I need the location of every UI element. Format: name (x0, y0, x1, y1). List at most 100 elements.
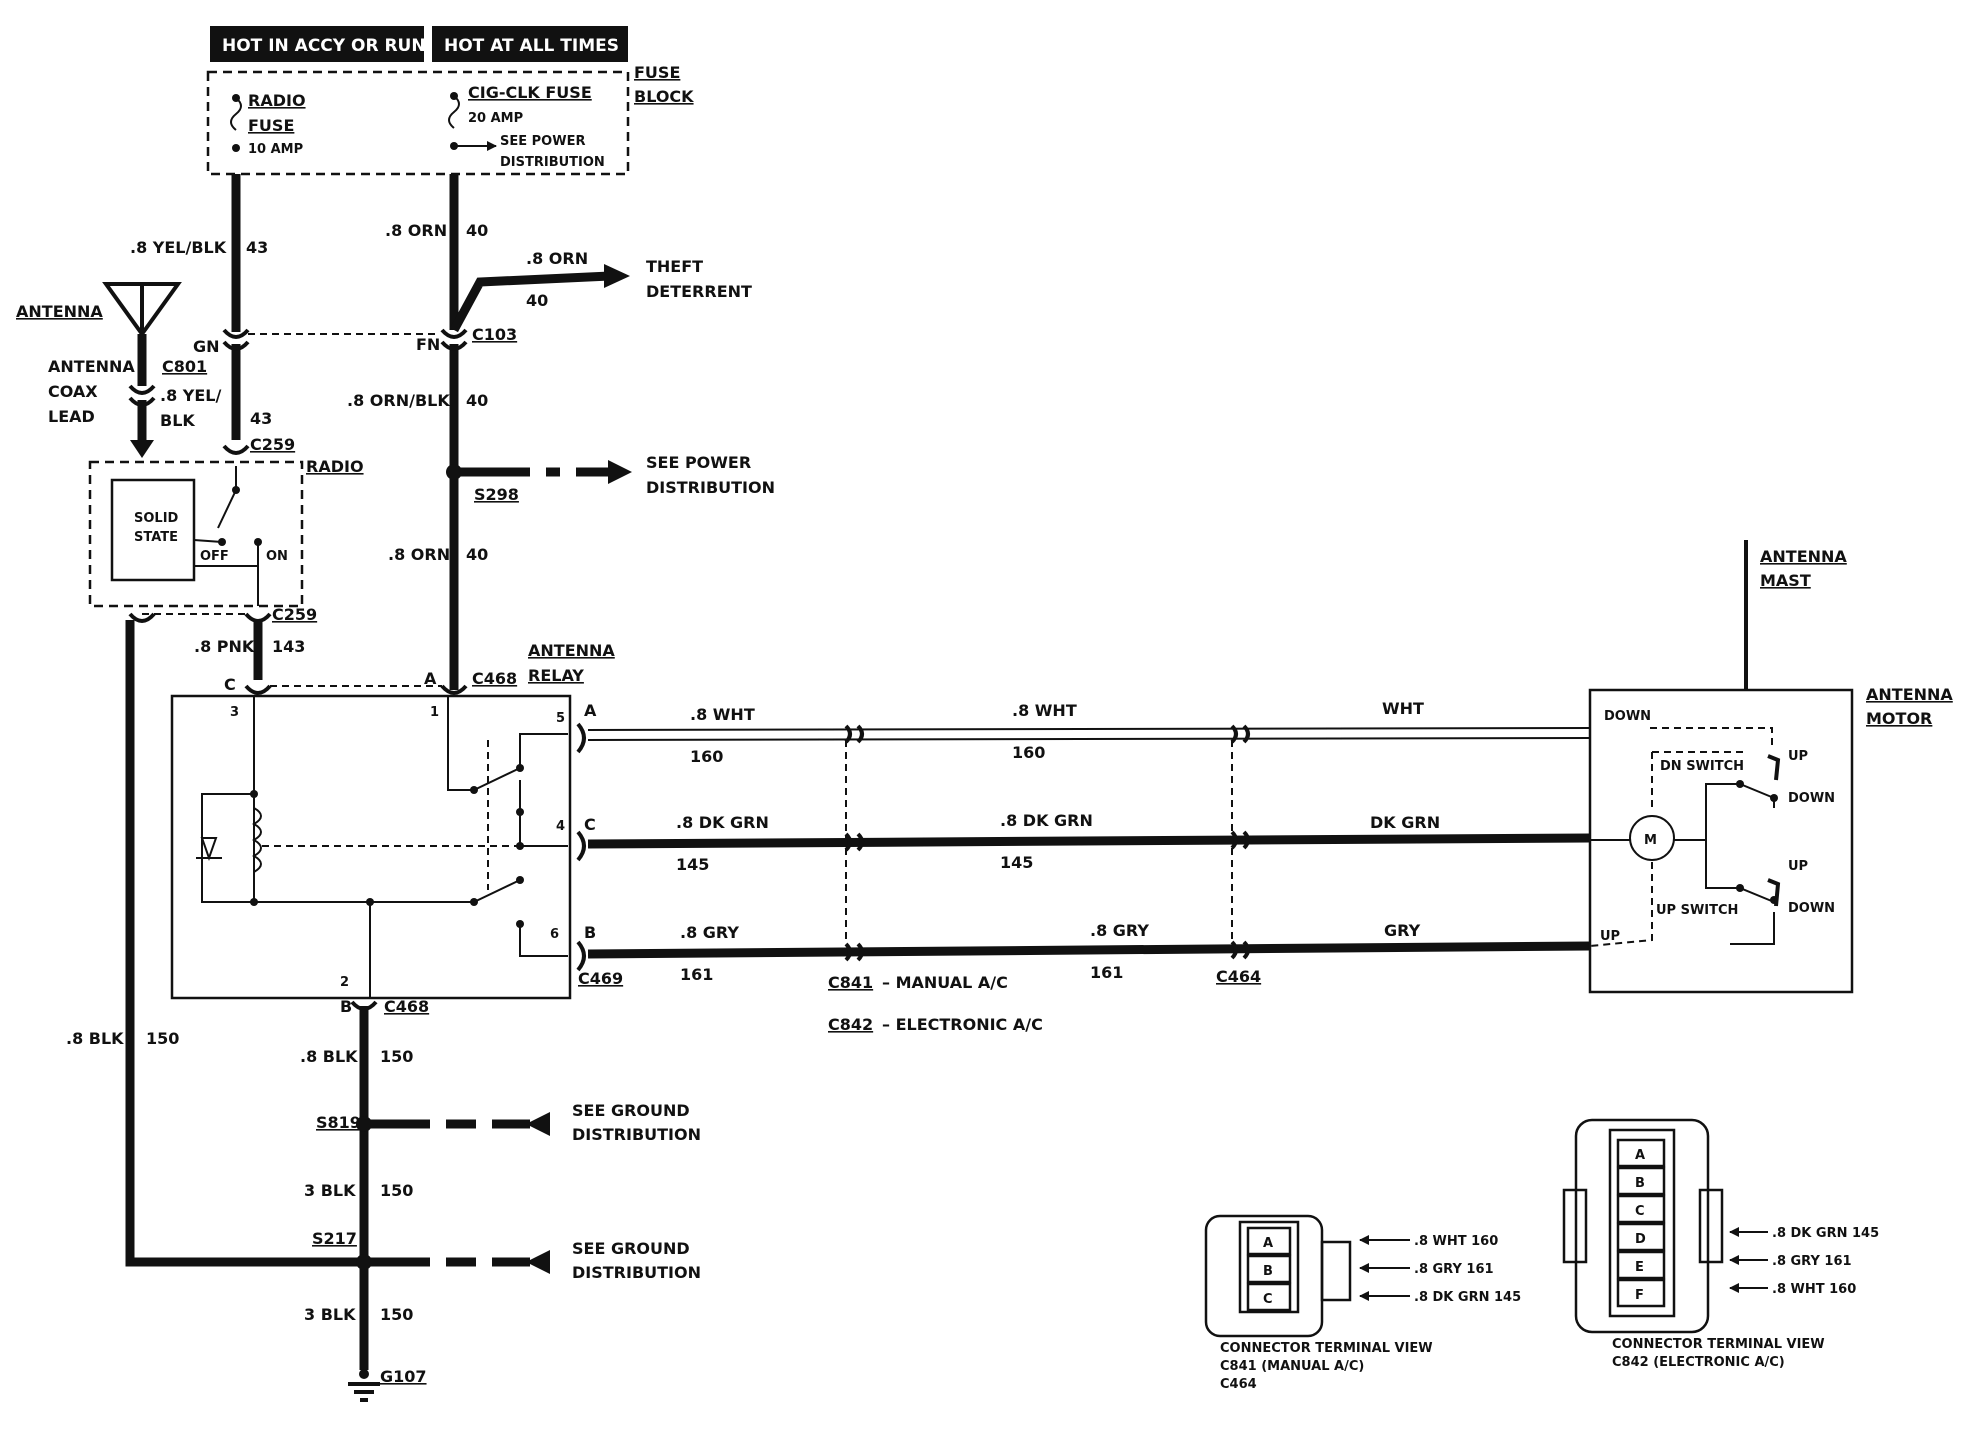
connector-c259-top (222, 444, 250, 455)
dn-switch-up: UP (1788, 749, 1808, 764)
wire-40-color-2: .8 ORN/BLK (347, 391, 450, 410)
coax-label-2: COAX (48, 382, 98, 401)
radio-off-label: OFF (200, 549, 229, 564)
solid-state-label-2: STATE (134, 530, 178, 545)
wire-40-circuit: 40 (466, 221, 488, 240)
term2-pin-e: E (1635, 1260, 1644, 1275)
relay-pin-a: A (424, 669, 437, 688)
relay-num-4: 4 (556, 819, 565, 834)
wire-161-gry (587, 940, 1591, 962)
term2-pin-d: D (1635, 1232, 1646, 1247)
header-accy-run: HOT IN ACCY OR RUN (210, 26, 426, 62)
cig-fuse-amp: 20 AMP (468, 111, 523, 126)
wire-43-color-2: .8 YEL/ (160, 386, 221, 405)
radio-fuse-label-2: FUSE (248, 116, 294, 135)
solid-state-label: SOLID (134, 511, 179, 526)
term2-pin-a: A (1635, 1148, 1645, 1163)
c842-label: C842 (828, 1015, 873, 1034)
up-switch-label: UP SWITCH (1656, 903, 1738, 918)
ground-icon (348, 1369, 380, 1402)
antenna-icon (102, 282, 182, 338)
wire-40-color-3: .8 ORN (388, 545, 450, 564)
motor-switch-wiring (1589, 727, 1781, 947)
term1-pin-b-cell (1246, 1254, 1292, 1284)
relay-num-1: 1 (430, 705, 439, 720)
wire-145-color-3: DK GRN (1370, 813, 1440, 832)
fuse-block-label: FUSE (634, 63, 680, 82)
radio-fuse-label: RADIO (248, 91, 306, 110)
radio-fuse: RADIO FUSE 10 AMP (230, 91, 306, 157)
wire-145-circuit-2: 145 (1000, 853, 1033, 872)
c468-top-label: C468 (472, 669, 517, 688)
connector-c259-bottom (244, 612, 272, 623)
ground-arrow-2 (526, 1250, 550, 1274)
connector-radio-ground (128, 612, 156, 623)
wire-43-circuit-2: 43 (250, 409, 272, 428)
term2-pin-c: C (1635, 1204, 1645, 1219)
wire-150-circuit-4: 150 (380, 1305, 413, 1324)
wire-150-circuit: 150 (146, 1029, 179, 1048)
s217-label: S217 (312, 1229, 357, 1248)
term1-wire-2: .8 GRY 161 (1414, 1262, 1494, 1277)
wire-160-circuit-1: 160 (690, 747, 723, 766)
term1-pin-a: A (1263, 1236, 1273, 1251)
relay-num-2: 2 (340, 975, 349, 990)
motor-down-in: DOWN (1604, 709, 1651, 724)
term1-wire-3: .8 DK GRN 145 (1414, 1290, 1521, 1305)
term2-wire-3: .8 WHT 160 (1772, 1282, 1856, 1297)
motor-label: ANTENNA (1866, 685, 1953, 704)
wire-145-dkgrn (587, 830, 1591, 852)
theft-arrow (604, 264, 630, 288)
term2-wire-2: .8 GRY 161 (1772, 1254, 1852, 1269)
relay-internal-wiring (196, 696, 568, 998)
term1-caption: CONNECTOR TERMINAL VIEW (1220, 1341, 1433, 1356)
header-accy-run-text: HOT IN ACCY OR RUN (222, 36, 426, 56)
term2-caption-2: C842 (ELECTRONIC A/C) (1612, 1355, 1785, 1370)
term2-pin-b: B (1635, 1176, 1645, 1191)
term1-pin-a-cell (1246, 1226, 1292, 1256)
wire-43-color: .8 YEL/BLK (130, 238, 227, 257)
antenna-coax-arrow (130, 440, 154, 458)
relay-num-6: 6 (550, 927, 559, 942)
c841-text: – MANUAL A/C (882, 973, 1008, 992)
ground-pin-b: B (340, 997, 352, 1016)
wire-150-color: .8 BLK (66, 1029, 124, 1048)
term1-caption-2: C841 (MANUAL A/C) (1220, 1359, 1364, 1374)
terminal-view-c841: A B C .8 WHT 160 .8 GRY 161 .8 DK GRN 14… (1204, 1214, 1521, 1392)
fuse-block-label-2: BLOCK (634, 87, 694, 106)
gn-label: GN (193, 337, 220, 356)
radio-fuse-amp: 10 AMP (248, 142, 303, 157)
connector-c469 (576, 722, 586, 972)
ground-arrow-1 (526, 1112, 550, 1136)
ground-dist-label-1: SEE GROUND (572, 1101, 690, 1120)
term2-wire-1: .8 DK GRN 145 (1772, 1226, 1879, 1241)
term1-pin-c: C (1263, 1292, 1273, 1307)
terminal-view-c842: A B C D E F .8 DK GRN 145 .8 GRY 161 .8 … (1562, 1118, 1879, 1370)
connector-c468-top (244, 684, 468, 695)
wire-150-color-4: 3 BLK (304, 1305, 356, 1324)
dn-switch-down: DOWN (1788, 791, 1835, 806)
wire-160-color-3: WHT (1382, 699, 1424, 718)
cig-clk-fuse: CIG-CLK FUSE 20 AMP SEE POWER DISTRIBUTI… (448, 83, 605, 170)
dn-switch-label: DN SWITCH (1660, 759, 1744, 774)
mast-label-2: MAST (1760, 571, 1811, 590)
wire-150-color-2: .8 BLK (300, 1047, 358, 1066)
wire-145-circuit-1: 145 (676, 855, 709, 874)
term2-pin-f: F (1635, 1288, 1644, 1303)
power-dist-label: SEE POWER (646, 453, 751, 472)
wire-43-color-3: BLK (160, 411, 195, 430)
radio-box (88, 460, 304, 608)
term1-wire-1: .8 WHT 160 (1414, 1234, 1498, 1249)
wire-161-color-2: .8 GRY (1090, 921, 1149, 940)
wire-40-color: .8 ORN (385, 221, 447, 240)
wire-161-circuit-2: 161 (1090, 963, 1123, 982)
wire-143-circuit: 143 (272, 637, 305, 656)
relay-num-5: 5 (556, 711, 565, 726)
radio-on-label: ON (266, 549, 288, 564)
radio-label: RADIO (306, 457, 364, 476)
coax-label-3: LEAD (48, 407, 95, 426)
antenna-label: ANTENNA (16, 302, 103, 321)
ground-dist-label-2b: DISTRIBUTION (572, 1263, 701, 1282)
out-pin-c: C (584, 815, 596, 834)
